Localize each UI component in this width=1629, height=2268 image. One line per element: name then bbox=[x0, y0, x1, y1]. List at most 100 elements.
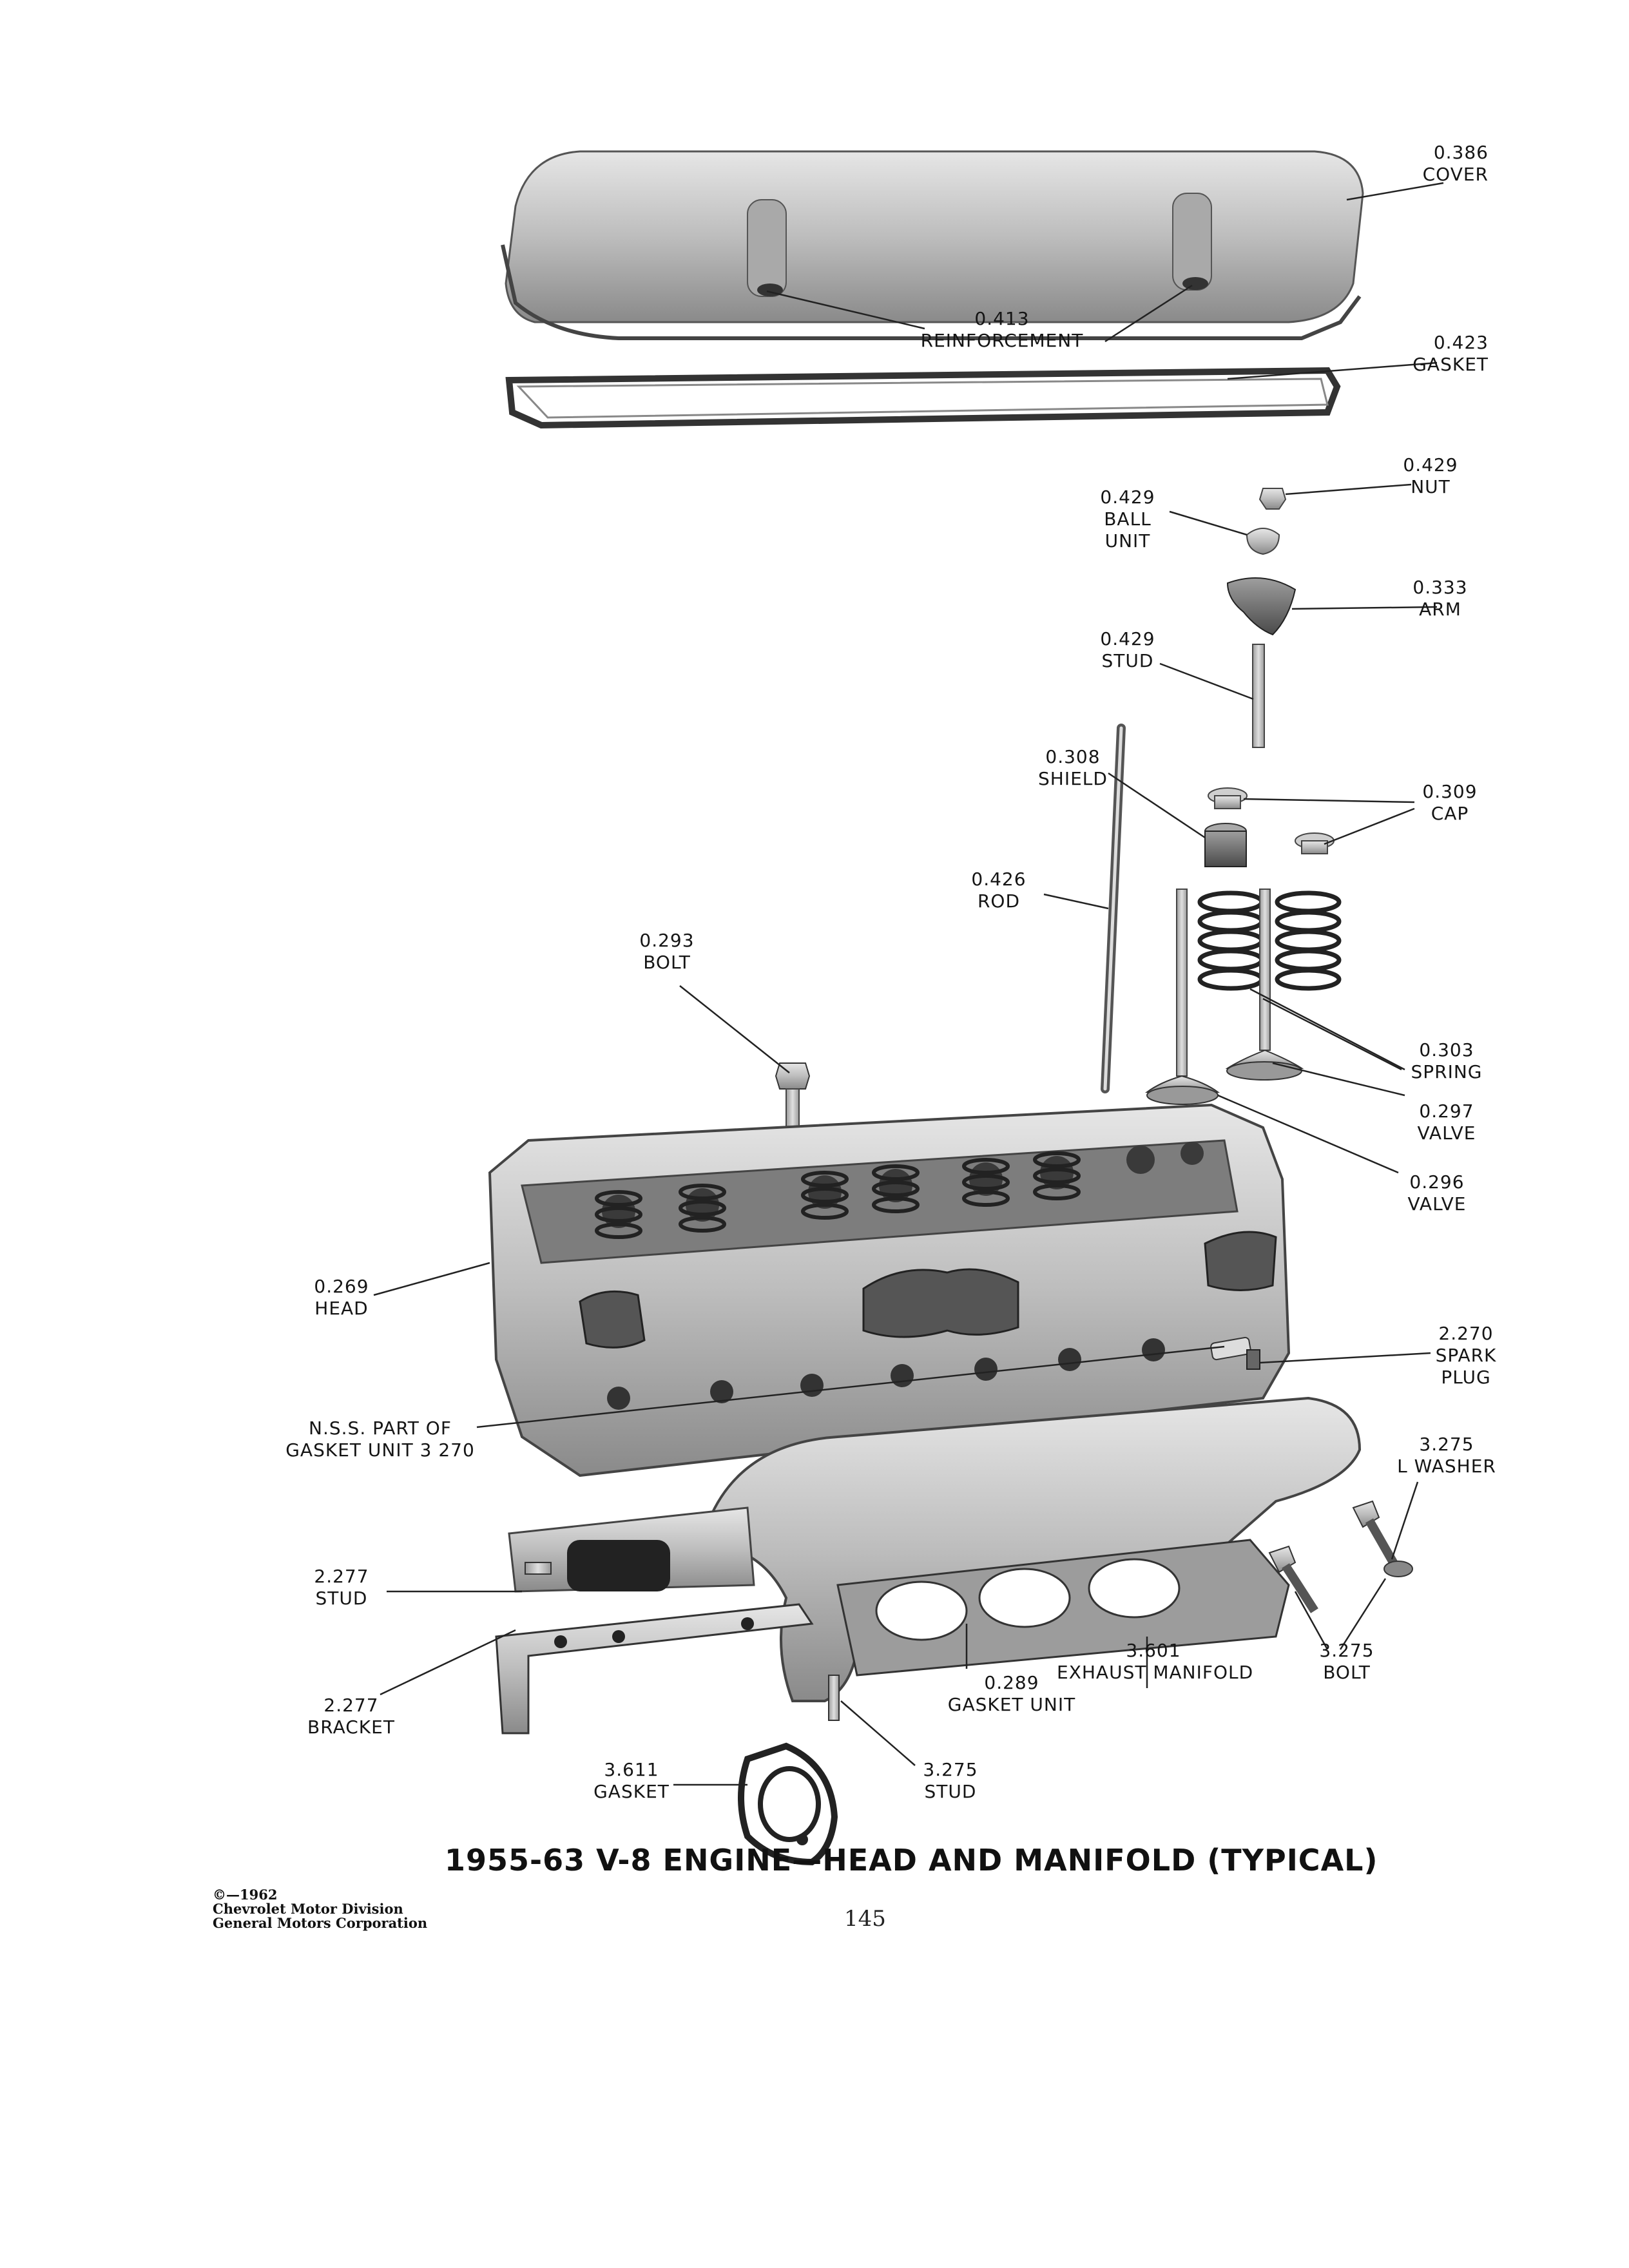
part-number: 0.429 bbox=[1100, 486, 1155, 508]
spark-plug bbox=[1210, 1336, 1260, 1370]
part-name: SPRING bbox=[1411, 1061, 1483, 1082]
part-name: REINFORCEMENT bbox=[920, 330, 1084, 351]
part-number: 0.413 bbox=[974, 308, 1030, 329]
part-number: 0.423 bbox=[1433, 332, 1489, 353]
part-number: 0.293 bbox=[639, 930, 695, 951]
part-name: VALVE bbox=[1407, 1193, 1467, 1215]
manifold-stud bbox=[525, 1562, 552, 1575]
part-number: 0.429 bbox=[1403, 454, 1458, 476]
rocker-ball bbox=[1246, 528, 1280, 555]
callout-head: 0.269 HEAD bbox=[296, 1276, 387, 1320]
copyright-division: Chevrolet Motor Division bbox=[213, 1901, 403, 1917]
part-number: 0.297 bbox=[1419, 1100, 1474, 1122]
callout-nut: 0.429 NUT bbox=[1385, 454, 1476, 498]
callout-flange-gasket: 3.611 GASKET bbox=[586, 1759, 677, 1803]
part-name: NUT bbox=[1411, 476, 1451, 497]
part-name: ROD bbox=[977, 890, 1021, 912]
copyright-block: ©—1962 Chevrolet Motor Division General … bbox=[213, 1888, 427, 1930]
part-number: 3.601 bbox=[1126, 1640, 1181, 1661]
callout-exhaust-manifold: 3.601 EXHAUST MANIFOLD bbox=[1057, 1640, 1254, 1684]
part-name: HEAD bbox=[314, 1298, 369, 1319]
manifold-bolts bbox=[1268, 1500, 1413, 1613]
part-number: 2.270 bbox=[1438, 1323, 1494, 1344]
valve-caps bbox=[1208, 787, 1335, 854]
part-number: 0.308 bbox=[1045, 746, 1101, 767]
part-name: STUD bbox=[924, 1781, 977, 1802]
note-line: GASKET UNIT 3 270 bbox=[285, 1439, 475, 1461]
part-number: 2.277 bbox=[314, 1566, 369, 1587]
push-rod bbox=[1101, 724, 1126, 1093]
page-number: 145 bbox=[844, 1906, 886, 1932]
rocker-stud bbox=[1252, 644, 1265, 748]
part-name: BOLT bbox=[643, 952, 691, 973]
flange-stud bbox=[828, 1675, 840, 1721]
callout-nss-note: N.S.S. PART OF GASKET UNIT 3 270 bbox=[277, 1418, 483, 1461]
copyright-corporation: General Motors Corporation bbox=[213, 1915, 428, 1931]
part-name: ARM bbox=[1419, 599, 1461, 620]
manifold-bracket bbox=[495, 1603, 814, 1735]
valves bbox=[1144, 889, 1304, 1105]
part-name: GASKET bbox=[1412, 354, 1489, 375]
diagram-title: 1955-63 V-8 ENGINE—HEAD AND MANIFOLD (TY… bbox=[445, 1843, 1378, 1878]
part-name: UNIT bbox=[1104, 530, 1151, 552]
part-name: CAP bbox=[1431, 803, 1469, 824]
cover-gasket bbox=[505, 367, 1341, 429]
callout-cover-gasket: 0.423 GASKET bbox=[1353, 332, 1489, 376]
part-number: 0.386 bbox=[1433, 142, 1489, 163]
callout-bracket: 2.277 BRACKET bbox=[303, 1695, 400, 1738]
part-number: 2.277 bbox=[323, 1695, 379, 1716]
part-number: 0.309 bbox=[1422, 781, 1478, 802]
note-line: N.S.S. PART OF bbox=[309, 1418, 452, 1439]
part-name: BALL bbox=[1104, 508, 1152, 530]
exhaust-manifold bbox=[508, 1396, 1362, 1702]
valve-shield bbox=[1204, 823, 1247, 867]
part-number: 0.303 bbox=[1419, 1039, 1474, 1061]
callout-spring: 0.303 SPRING bbox=[1395, 1039, 1498, 1083]
callout-flange-stud: 3.275 STUD bbox=[909, 1759, 992, 1803]
part-number: 3.275 bbox=[923, 1759, 978, 1780]
callout-manifold-stud: 2.277 STUD bbox=[300, 1566, 383, 1610]
callout-cover: 0.386 COVER bbox=[1353, 142, 1489, 186]
part-number: 3.611 bbox=[604, 1759, 659, 1780]
part-number: 0.289 bbox=[984, 1672, 1039, 1693]
cylinder-head bbox=[488, 1103, 1291, 1477]
callout-spark-plug: 2.270 SPARK PLUG bbox=[1421, 1323, 1511, 1389]
flange-gasket bbox=[738, 1742, 838, 1866]
callout-rocker-stud: 0.429 STUD bbox=[1083, 628, 1173, 672]
callout-ball-unit: 0.429 BALL UNIT bbox=[1083, 486, 1173, 552]
callout-reinforcement: 0.413 REINFORCEMENT bbox=[902, 308, 1102, 352]
part-name: STUD bbox=[315, 1588, 368, 1609]
callout-valve-296: 0.296 VALVE bbox=[1385, 1171, 1489, 1215]
part-name: COVER bbox=[1422, 164, 1489, 185]
part-name: GASKET bbox=[593, 1781, 670, 1802]
part-name: VALVE bbox=[1417, 1122, 1476, 1144]
callout-valve-297: 0.297 VALVE bbox=[1395, 1100, 1498, 1144]
part-number: 0.426 bbox=[971, 869, 1027, 890]
part-name: GASKET UNIT bbox=[947, 1694, 1076, 1715]
part-number: 3.275 bbox=[1419, 1434, 1474, 1455]
part-number: 3.275 bbox=[1319, 1640, 1374, 1661]
callout-gasket-unit: 0.289 GASKET UNIT bbox=[941, 1672, 1083, 1716]
part-number: 0.269 bbox=[314, 1276, 369, 1297]
part-name: L WASHER bbox=[1397, 1456, 1496, 1477]
callout-arm: 0.333 ARM bbox=[1395, 577, 1485, 620]
leader-lines bbox=[373, 182, 1444, 1786]
callout-push-rod: 0.426 ROD bbox=[954, 869, 1044, 912]
part-number: 0.296 bbox=[1409, 1171, 1465, 1193]
callout-l-washer: 3.275 L WASHER bbox=[1385, 1434, 1508, 1477]
rocker-nut bbox=[1258, 488, 1287, 510]
part-name: BRACKET bbox=[307, 1716, 395, 1738]
callout-shield: 0.308 SHIELD bbox=[1025, 746, 1121, 790]
part-name: SHIELD bbox=[1038, 768, 1108, 789]
callout-head-bolt: 0.293 BOLT bbox=[622, 930, 712, 974]
part-name: PLUG bbox=[1441, 1367, 1491, 1388]
copyright-year: ©—1962 bbox=[213, 1887, 278, 1903]
callout-cap: 0.309 CAP bbox=[1405, 781, 1495, 825]
part-name: STUD bbox=[1101, 650, 1154, 671]
part-name: EXHAUST MANIFOLD bbox=[1057, 1662, 1254, 1683]
part-number: 0.333 bbox=[1412, 577, 1468, 598]
part-number: 0.429 bbox=[1100, 628, 1155, 649]
rocker-arm bbox=[1226, 577, 1296, 636]
callout-manifold-bolt: 3.275 BOLT bbox=[1305, 1640, 1389, 1684]
